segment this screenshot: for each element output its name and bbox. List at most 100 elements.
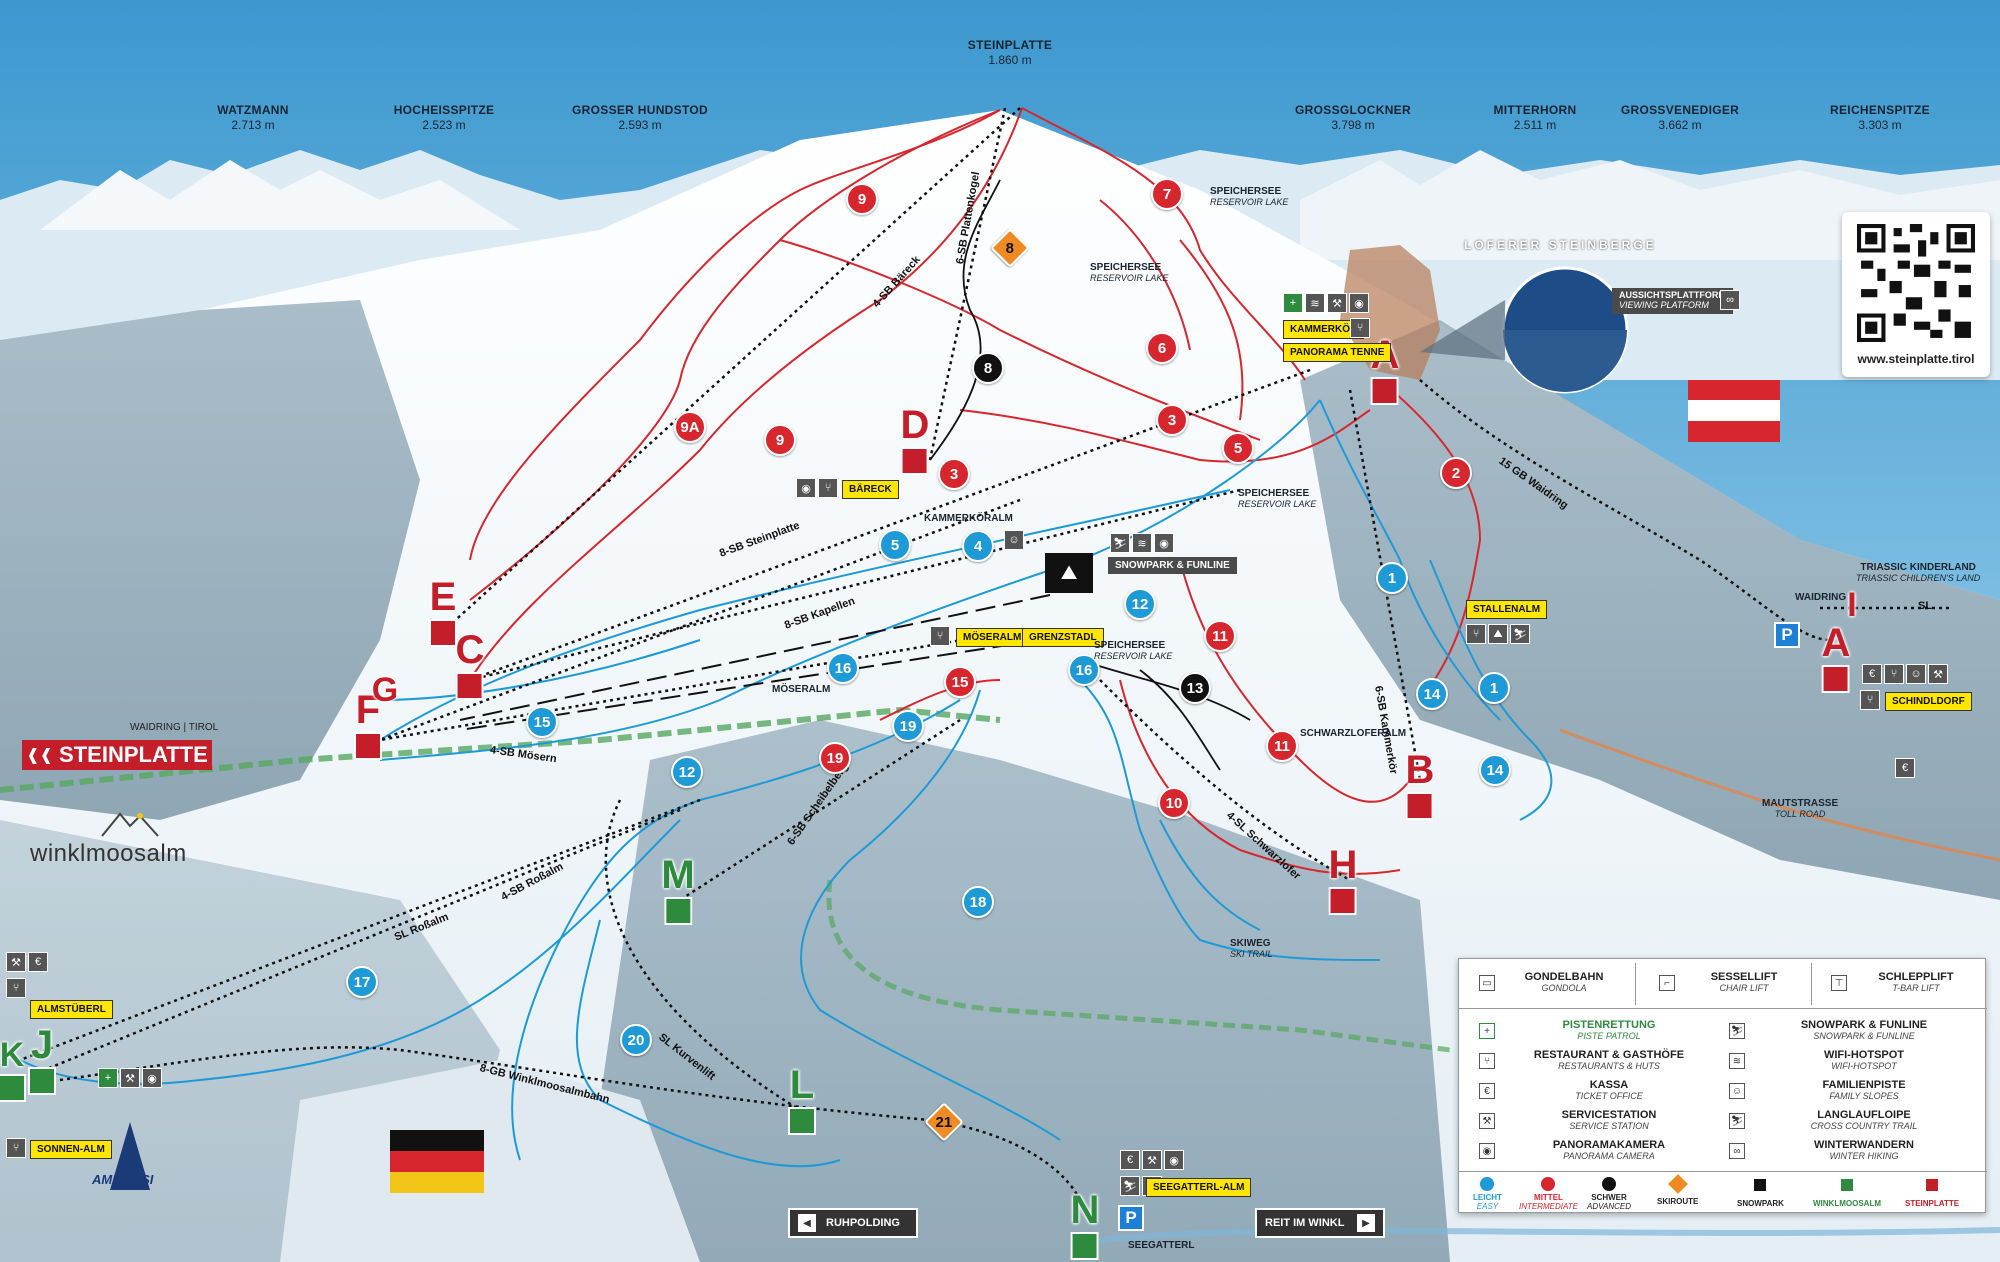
steinplatte-square-icon bbox=[1926, 1179, 1939, 1191]
run-9-c[interactable]: 9A bbox=[674, 411, 706, 443]
t-bar-icon: ⊤ bbox=[1831, 975, 1847, 991]
snowpark-icon[interactable]: ⛰ bbox=[1045, 553, 1093, 593]
moseralm-icons: ⑂ bbox=[930, 626, 950, 646]
hut-panorama-tenne[interactable]: PANORAMA TENNE bbox=[1283, 343, 1392, 362]
waidring-tirol-label: WAIDRING | TIROL bbox=[130, 722, 219, 733]
station-g[interactable]: G bbox=[371, 671, 399, 709]
label-seegatterl: SEEGATTERL bbox=[1128, 1240, 1195, 1251]
run-6[interactable]: 6 bbox=[1146, 332, 1178, 364]
winklmoosalm-square-icon bbox=[1841, 1179, 1853, 1191]
hut-stallenalm[interactable]: STALLENALM bbox=[1466, 600, 1548, 619]
run-9-b[interactable]: 9 bbox=[764, 424, 796, 456]
qr-panel[interactable]: www.steinplatte.tirol bbox=[1842, 212, 1990, 377]
restaurant-icon: ⑂ bbox=[1884, 664, 1904, 684]
ambrosi-logo: AMBROSI bbox=[92, 1172, 154, 1187]
easy-dot-icon bbox=[1480, 1177, 1495, 1191]
label-waidring: WAIDRING bbox=[1795, 592, 1847, 603]
station-n[interactable]: N bbox=[1071, 1190, 1099, 1260]
xc-icon: ⛷ bbox=[1120, 1176, 1140, 1196]
run-11-a[interactable]: 11 bbox=[1204, 620, 1236, 652]
qr-url[interactable]: www.steinplatte.tirol bbox=[1857, 352, 1975, 366]
station-d[interactable]: D bbox=[901, 405, 929, 475]
run-9-a[interactable]: 9 bbox=[846, 183, 878, 215]
run-14-a[interactable]: 14 bbox=[1416, 678, 1448, 710]
restaurant-icon: ⑂ bbox=[818, 478, 838, 498]
snowpark-square-icon bbox=[1754, 1179, 1767, 1191]
hut-almstuberl[interactable]: ALMSTÜBERL bbox=[30, 1000, 113, 1019]
run-5-red[interactable]: 5 bbox=[1222, 432, 1254, 464]
wifi-icon: ≋ bbox=[1132, 533, 1152, 553]
station-i[interactable]: I bbox=[1847, 586, 1857, 624]
station-l[interactable]: L bbox=[788, 1065, 816, 1135]
run-16-a[interactable]: 16 bbox=[827, 652, 859, 684]
run-19-red[interactable]: 19 bbox=[819, 742, 851, 774]
run-12-b[interactable]: 12 bbox=[671, 756, 703, 788]
run-11-b[interactable]: 11 bbox=[1266, 730, 1298, 762]
run-4[interactable]: 4 bbox=[962, 530, 994, 562]
hut-sonnen-alm[interactable]: SONNEN-ALM bbox=[30, 1140, 112, 1159]
run-20[interactable]: 20 bbox=[620, 1024, 652, 1056]
almstuberl-icons: ⑂ bbox=[6, 978, 26, 998]
restaurant-icon: ⑂ bbox=[1350, 318, 1370, 338]
hut-seegatterl-alm[interactable]: SEEGATTERL-ALM bbox=[1146, 1178, 1252, 1197]
xc-icon: ⛷ bbox=[1510, 624, 1530, 644]
run-5-blue[interactable]: 5 bbox=[879, 529, 911, 561]
run-12-a[interactable]: 12 bbox=[1124, 588, 1156, 620]
hut-bareck[interactable]: BÄRECK bbox=[842, 480, 899, 499]
station-e[interactable]: E bbox=[429, 577, 457, 647]
run-17[interactable]: 17 bbox=[346, 966, 378, 998]
seegatterl-icons-top: €⚒◉ bbox=[1120, 1150, 1184, 1170]
arrow-left-icon: ◀ bbox=[798, 1214, 816, 1232]
camera-icon: ◉ bbox=[796, 478, 816, 498]
parking-icon-waidring: P bbox=[1774, 622, 1800, 648]
station-j[interactable]: J bbox=[28, 1025, 56, 1095]
run-3-b[interactable]: 3 bbox=[938, 458, 970, 490]
tag-snowpark[interactable]: SNOWPARK & FUNLINE bbox=[1108, 557, 1237, 574]
run-1-b[interactable]: 1 bbox=[1478, 672, 1510, 704]
station-b[interactable]: B bbox=[1406, 750, 1434, 820]
hut-moseralm[interactable]: MÖSERALM bbox=[956, 628, 1029, 647]
run-15-red[interactable]: 15 bbox=[944, 666, 976, 698]
hut-schindldorf[interactable]: SCHINDLDORF bbox=[1885, 692, 1972, 711]
run-1-a[interactable]: 1 bbox=[1376, 562, 1408, 594]
run-16-b[interactable]: 16 bbox=[1068, 654, 1100, 686]
winklmoosalm-mountain-icon bbox=[101, 812, 159, 837]
run-3-a[interactable]: 3 bbox=[1156, 404, 1188, 436]
run-13[interactable]: 13 bbox=[1179, 672, 1211, 704]
hut-grenzstadl[interactable]: GRENZSTADL bbox=[1022, 628, 1104, 647]
run-7[interactable]: 7 bbox=[1151, 178, 1183, 210]
service-icon: ⚒ bbox=[1327, 293, 1347, 313]
station-m[interactable]: M bbox=[661, 855, 695, 925]
ruhpolding-button[interactable]: ◀RUHPOLDING bbox=[788, 1208, 918, 1238]
run-14-b[interactable]: 14 bbox=[1479, 754, 1511, 786]
run-10[interactable]: 10 bbox=[1158, 787, 1190, 819]
run-8-black[interactable]: 8 bbox=[972, 352, 1004, 384]
adv-dot-icon bbox=[1602, 1177, 1616, 1191]
run-15-blue[interactable]: 15 bbox=[526, 706, 558, 738]
reit-im-winkl-button[interactable]: REIT IM WINKL▶ bbox=[1255, 1208, 1385, 1238]
station-c[interactable]: C bbox=[456, 630, 484, 700]
restaurant-icon: ⑂ bbox=[6, 1138, 26, 1158]
run-18[interactable]: 18 bbox=[962, 886, 994, 918]
run-2[interactable]: 2 bbox=[1440, 457, 1472, 489]
station-a-valley[interactable]: A bbox=[1822, 623, 1850, 693]
station-f[interactable]: F bbox=[354, 690, 382, 760]
run-19-blue[interactable]: 19 bbox=[892, 710, 924, 742]
station-h[interactable]: H bbox=[1329, 845, 1357, 915]
hiking-icon: ⛰ bbox=[1488, 624, 1508, 644]
station-k[interactable]: K bbox=[0, 1038, 26, 1102]
toll-icon: € bbox=[1895, 758, 1915, 778]
